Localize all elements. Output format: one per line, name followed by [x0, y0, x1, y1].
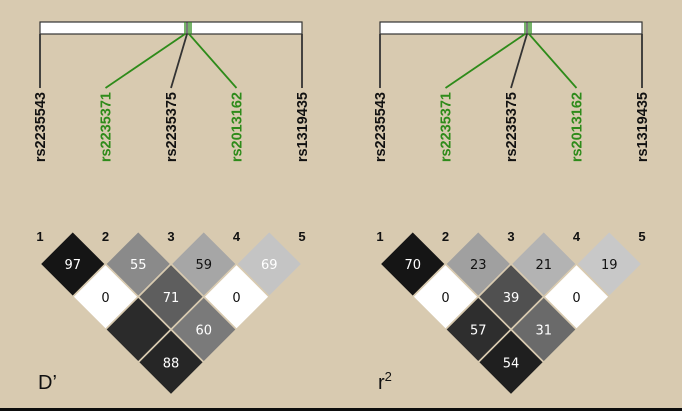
ld-panel-r2: rs2235543 1 rs2235371 2 rs2235375 3 rs2013162 4… — [373, 21, 651, 397]
ld-cell-value: 21 — [535, 258, 552, 273]
marker-number: 3 — [167, 229, 174, 244]
ld-cell-value: 71 — [163, 291, 180, 306]
marker-number: 2 — [442, 229, 449, 244]
ld-cell-value: 88 — [163, 356, 180, 371]
bottom-border — [0, 408, 682, 411]
ld-cell-value: 0 — [441, 291, 449, 306]
snp-label-rs2235375: rs2235375 — [504, 92, 520, 162]
ld-cell-1-5 — [137, 328, 205, 397]
ld-cell-value: 55 — [130, 258, 147, 273]
chromosome-bar — [39, 21, 303, 35]
ld-cell-value: 57 — [470, 324, 487, 339]
snp-label-rs2235371: rs2235371 — [99, 92, 115, 162]
marker-connector-rs2235371 — [444, 33, 526, 89]
marker-number: 4 — [573, 229, 581, 244]
snp-label-rs2013162: rs2013162 — [570, 92, 586, 162]
ld-cell-value: 60 — [195, 324, 212, 339]
ld-cell-value: 70 — [404, 258, 421, 273]
ld-cell-value: 0 — [232, 291, 240, 306]
chromosome-bar — [379, 21, 643, 35]
ld-cell-value: 0 — [101, 291, 109, 306]
ld-cell-value: 23 — [470, 258, 487, 273]
ld-cell-value: 97 — [64, 258, 81, 273]
snp-label-rs2235375: rs2235375 — [164, 92, 180, 162]
snp-label-rs2235371: rs2235371 — [439, 92, 455, 162]
snp-label-rs2013162: rs2013162 — [230, 92, 246, 162]
ld-panel-dprime: rs2235543 1 rs2235371 2 rs2235375 3 rs2013162 4… — [33, 21, 311, 397]
ld-cell-value: 31 — [535, 324, 552, 339]
marker-number: 3 — [507, 229, 514, 244]
snp-label-rs2235543: rs2235543 — [33, 92, 49, 162]
marker-number: 5 — [638, 229, 645, 244]
marker-number: 4 — [233, 229, 241, 244]
ld-cell-value: 39 — [503, 291, 520, 306]
marker-number: 1 — [36, 229, 43, 244]
marker-number: 5 — [298, 229, 305, 244]
marker-connector-rs2235375 — [170, 33, 188, 89]
marker-number: 2 — [102, 229, 109, 244]
marker-connector-rs2013162 — [188, 33, 238, 89]
ld-cell-1-5 — [477, 328, 545, 397]
marker-number: 1 — [376, 229, 383, 244]
ld-cell-value: 69 — [261, 258, 278, 273]
snp-label-rs1319435: rs1319435 — [635, 92, 651, 162]
ld-cell-value: 0 — [572, 291, 580, 306]
snp-label-rs1319435: rs1319435 — [295, 92, 311, 162]
panel-label-dprime: D’ — [38, 372, 57, 394]
snp-label-rs2235543: rs2235543 — [373, 92, 389, 162]
marker-connector-rs2013162 — [528, 33, 578, 89]
ld-cell-value: 54 — [503, 356, 520, 371]
marker-connector-rs2235371 — [104, 33, 186, 89]
ld-cell-value: 19 — [601, 258, 618, 273]
panel-label-r2: r2 — [378, 369, 392, 394]
marker-connector-rs2235375 — [510, 33, 528, 89]
panel-label-superscript: 2 — [385, 369, 392, 384]
ld-cell-value: 59 — [195, 258, 212, 273]
